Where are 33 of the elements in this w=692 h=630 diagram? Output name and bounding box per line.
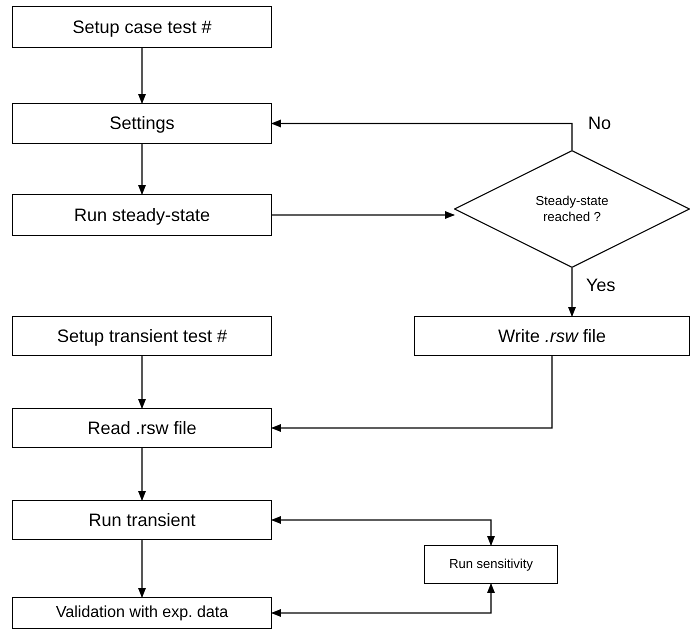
process-box	[12, 316, 272, 356]
node-label: Read .rsw file	[87, 416, 197, 440]
node-label: Setup transient test #	[56, 324, 228, 348]
process-box	[12, 103, 272, 144]
arrow	[138, 356, 146, 409]
process-box	[12, 6, 272, 48]
arrow	[138, 540, 146, 598]
process-box	[12, 500, 272, 540]
arrow	[568, 268, 576, 317]
process-box	[12, 597, 272, 629]
arrow	[138, 448, 146, 501]
arrow	[272, 211, 455, 219]
process-box	[12, 194, 272, 236]
node-label: Settings	[109, 112, 175, 135]
node-label: Steady-state reached ?	[534, 192, 610, 226]
edge-label: Yes	[584, 276, 618, 294]
node-label: Run steady-state	[74, 204, 210, 226]
process-box	[12, 408, 272, 448]
decision-diamond	[454, 150, 690, 268]
node-label: Run transient	[88, 508, 196, 532]
arrow	[271, 516, 495, 546]
node-label: Setup case test #	[72, 16, 212, 38]
node-label: Validation with exp. data	[56, 603, 228, 623]
arrow	[271, 583, 495, 617]
process-box	[414, 316, 690, 356]
arrow	[271, 356, 553, 432]
process-box	[424, 545, 558, 584]
node-label: Write .rsw file	[498, 324, 606, 348]
arrow	[271, 120, 573, 150]
arrow	[138, 144, 146, 195]
node-label: Run sensitivity	[449, 556, 533, 573]
arrow	[138, 48, 146, 104]
edge-label: No	[586, 114, 614, 132]
